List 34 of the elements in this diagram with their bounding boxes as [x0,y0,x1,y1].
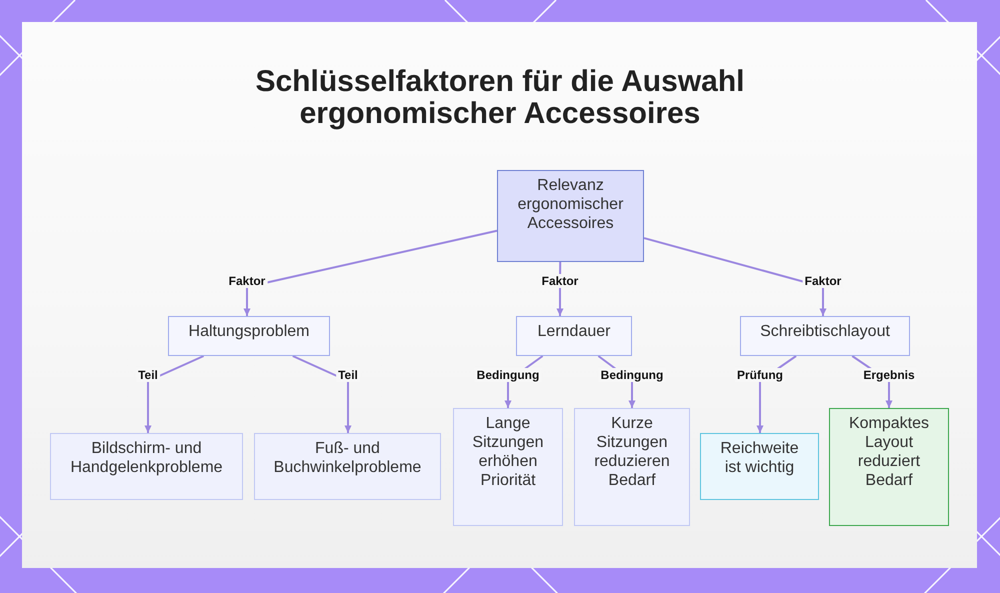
edge-label: Ergebnis [861,368,917,382]
node-text: Haltungsproblem [188,322,310,341]
node-text: Relevanz ergonomischer Accessoires [516,176,624,233]
node-text: Kurze Sitzungen reduzieren Bedarf [593,414,671,490]
node-text: Lerndauer [538,322,610,341]
diagram-title: Schlüsselfaktoren für die Auswahl ergonomischer Accessoires [254,66,746,130]
process-box [829,408,949,526]
process-box [453,408,563,526]
edge-label: Teil [336,368,360,382]
process-box [574,408,690,526]
edge-label: Teil [136,368,160,382]
node-text: Lange Sitzungen erhöhen Priorität [471,414,545,490]
process-box [516,316,632,356]
process-box [700,433,819,500]
node-text: Reichweite ist wichtig [719,439,800,477]
edge-label: Faktor [226,274,268,288]
process-box [50,433,243,500]
edge-label: Bedingung [598,368,666,382]
arrow [292,355,352,433]
edge-label: Faktor [540,274,580,288]
node-text: Fuß- und Buchwinkelprobleme [272,439,422,477]
arrow [244,230,498,316]
node-text: Bildschirm- und Handgelenkprobleme [69,439,224,477]
edge-label: Prüfung [735,368,785,382]
node-text: Kompaktes Layout reduziert Bedarf [848,414,930,490]
edge-label: Faktor [802,274,844,288]
process-box [497,170,644,262]
arrow [644,237,826,316]
edge-label: Bedingung [474,368,542,382]
process-box [740,316,910,356]
arrow [144,355,204,433]
node-text: Schreibtischlayout [760,322,890,341]
process-box [254,433,441,500]
process-box [168,316,330,356]
